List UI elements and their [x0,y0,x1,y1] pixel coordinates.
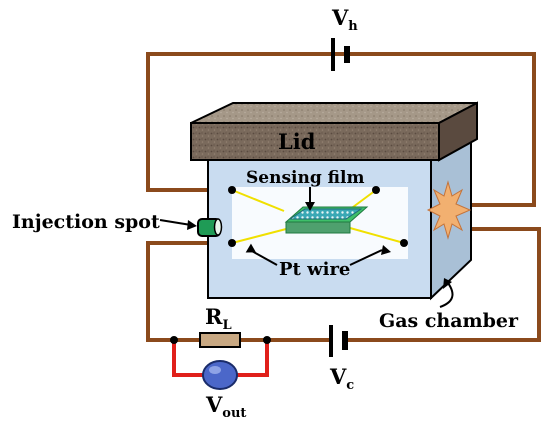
injection-spot-port [197,218,223,237]
lid: Lid [190,101,478,162]
heater-element-icon [426,180,472,240]
lid-label: Lid [278,129,316,154]
vc-label: Vc [329,364,354,393]
voltmeter [202,360,238,390]
pt-wire-label: Pt wire [279,259,350,280]
vout-label: Vout [205,392,246,421]
sensing-film-label: Sensing film [246,168,364,188]
connection-nodes [228,186,408,247]
injection-spot-arrow [159,219,197,230]
vh-battery-symbol [331,38,350,71]
load-resistor [199,332,241,348]
rl-label: RL [205,304,232,333]
vh-label: Vh [331,5,358,34]
lid-front-face [190,122,440,161]
gas-chamber-label: Gas chamber [379,310,519,332]
pt-wire-arrows [245,243,391,266]
gas-chamber-arrow [439,278,454,308]
sensing-film [284,206,369,234]
vc-battery-symbol [329,325,348,357]
sensing-film-arrow [305,187,315,211]
lid-top-face [190,102,478,124]
circuit-junctions [170,336,271,344]
injection-spot-label: Injection spot [12,211,160,233]
voltmeter-wire [172,340,269,377]
